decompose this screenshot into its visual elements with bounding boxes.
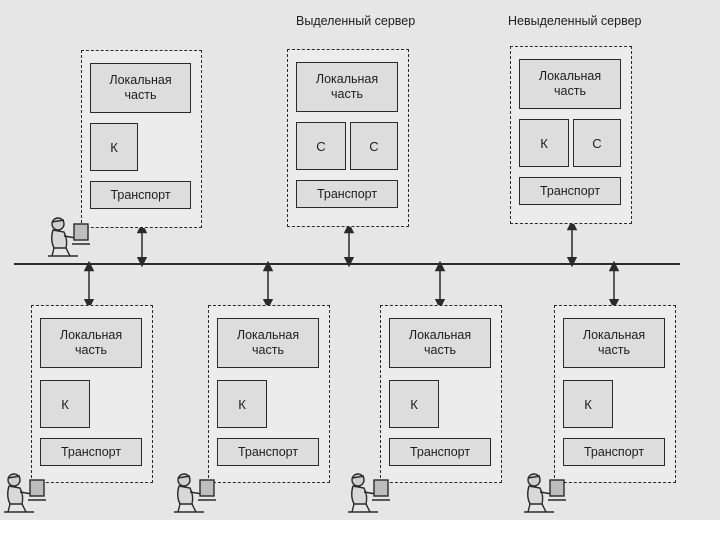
person-at-computer-icon <box>4 473 46 513</box>
nondedicated-server-caption: Невыделенный сервер <box>508 14 642 28</box>
local-part-box: Локальная часть <box>217 318 319 368</box>
page-bottom-margin <box>0 520 720 540</box>
client-box: К <box>389 380 439 428</box>
nondedicated-server-node: Локальная часть К С Транспорт <box>510 46 632 224</box>
workstation-node-top-1: Локальная часть К Транспорт <box>81 50 202 228</box>
transport-box: Транспорт <box>90 181 191 209</box>
workstation-node-bottom-2: Локальная часть К Транспорт <box>208 305 330 483</box>
local-part-box: Локальная часть <box>40 318 142 368</box>
local-part-box: Локальная часть <box>296 62 398 112</box>
local-part-box: Локальная часть <box>563 318 665 368</box>
client-box: К <box>40 380 90 428</box>
person-at-computer-icon <box>48 217 90 257</box>
transport-box: Транспорт <box>217 438 319 466</box>
client-box: К <box>563 380 613 428</box>
local-part-box: Локальная часть <box>90 63 191 113</box>
local-part-box: Локальная часть <box>389 318 491 368</box>
server-box: С <box>573 119 621 167</box>
person-at-computer-icon <box>348 473 390 513</box>
person-at-computer-icon <box>524 473 566 513</box>
client-box: К <box>90 123 138 171</box>
local-part-box: Локальная часть <box>519 59 621 109</box>
transport-box: Транспорт <box>389 438 491 466</box>
transport-box: Транспорт <box>40 438 142 466</box>
person-at-computer-icon <box>174 473 216 513</box>
dedicated-server-caption: Выделенный сервер <box>296 14 416 28</box>
workstation-node-bottom-3: Локальная часть К Транспорт <box>380 305 502 483</box>
client-box: К <box>217 380 267 428</box>
dedicated-server-node: Локальная часть С С Транспорт <box>287 49 409 227</box>
workstation-node-bottom-1: Локальная часть К Транспорт <box>31 305 153 483</box>
server-box-1: С <box>296 122 346 170</box>
server-box-2: С <box>350 122 398 170</box>
transport-box: Транспорт <box>519 177 621 205</box>
client-box: К <box>519 119 569 167</box>
transport-box: Транспорт <box>296 180 398 208</box>
workstation-node-bottom-4: Локальная часть К Транспорт <box>554 305 676 483</box>
transport-box: Транспорт <box>563 438 665 466</box>
